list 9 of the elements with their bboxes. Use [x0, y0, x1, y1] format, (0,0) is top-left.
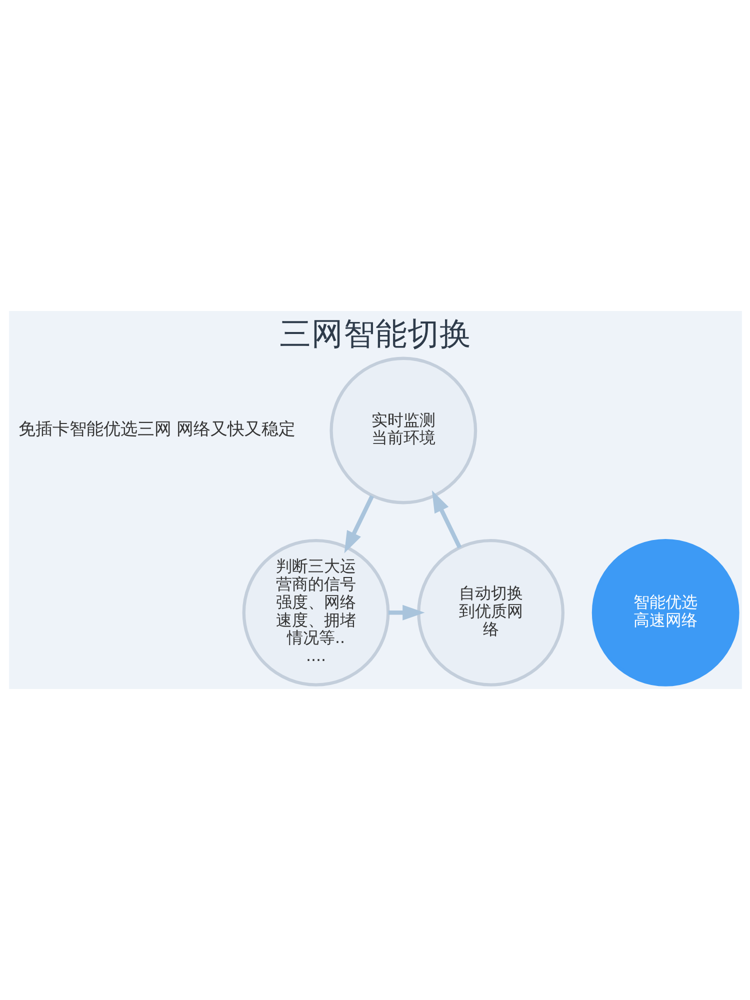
node-circle: 智能优选高速网络: [591, 538, 739, 686]
node-circle: 自动切换到优质网络: [416, 538, 564, 686]
arrow: [344, 495, 374, 554]
diagram-title: 三网智能切换: [279, 316, 471, 353]
arrow: [388, 604, 424, 620]
node-circle: 判断三大运营商的信号强度、网络速度、拥堵情况等......: [242, 538, 390, 686]
label: 免插卡智能优选三网 网络又快又稳定: [18, 418, 296, 439]
node-circle: 实时监测当前环境: [329, 356, 477, 504]
arrow: [431, 490, 462, 548]
